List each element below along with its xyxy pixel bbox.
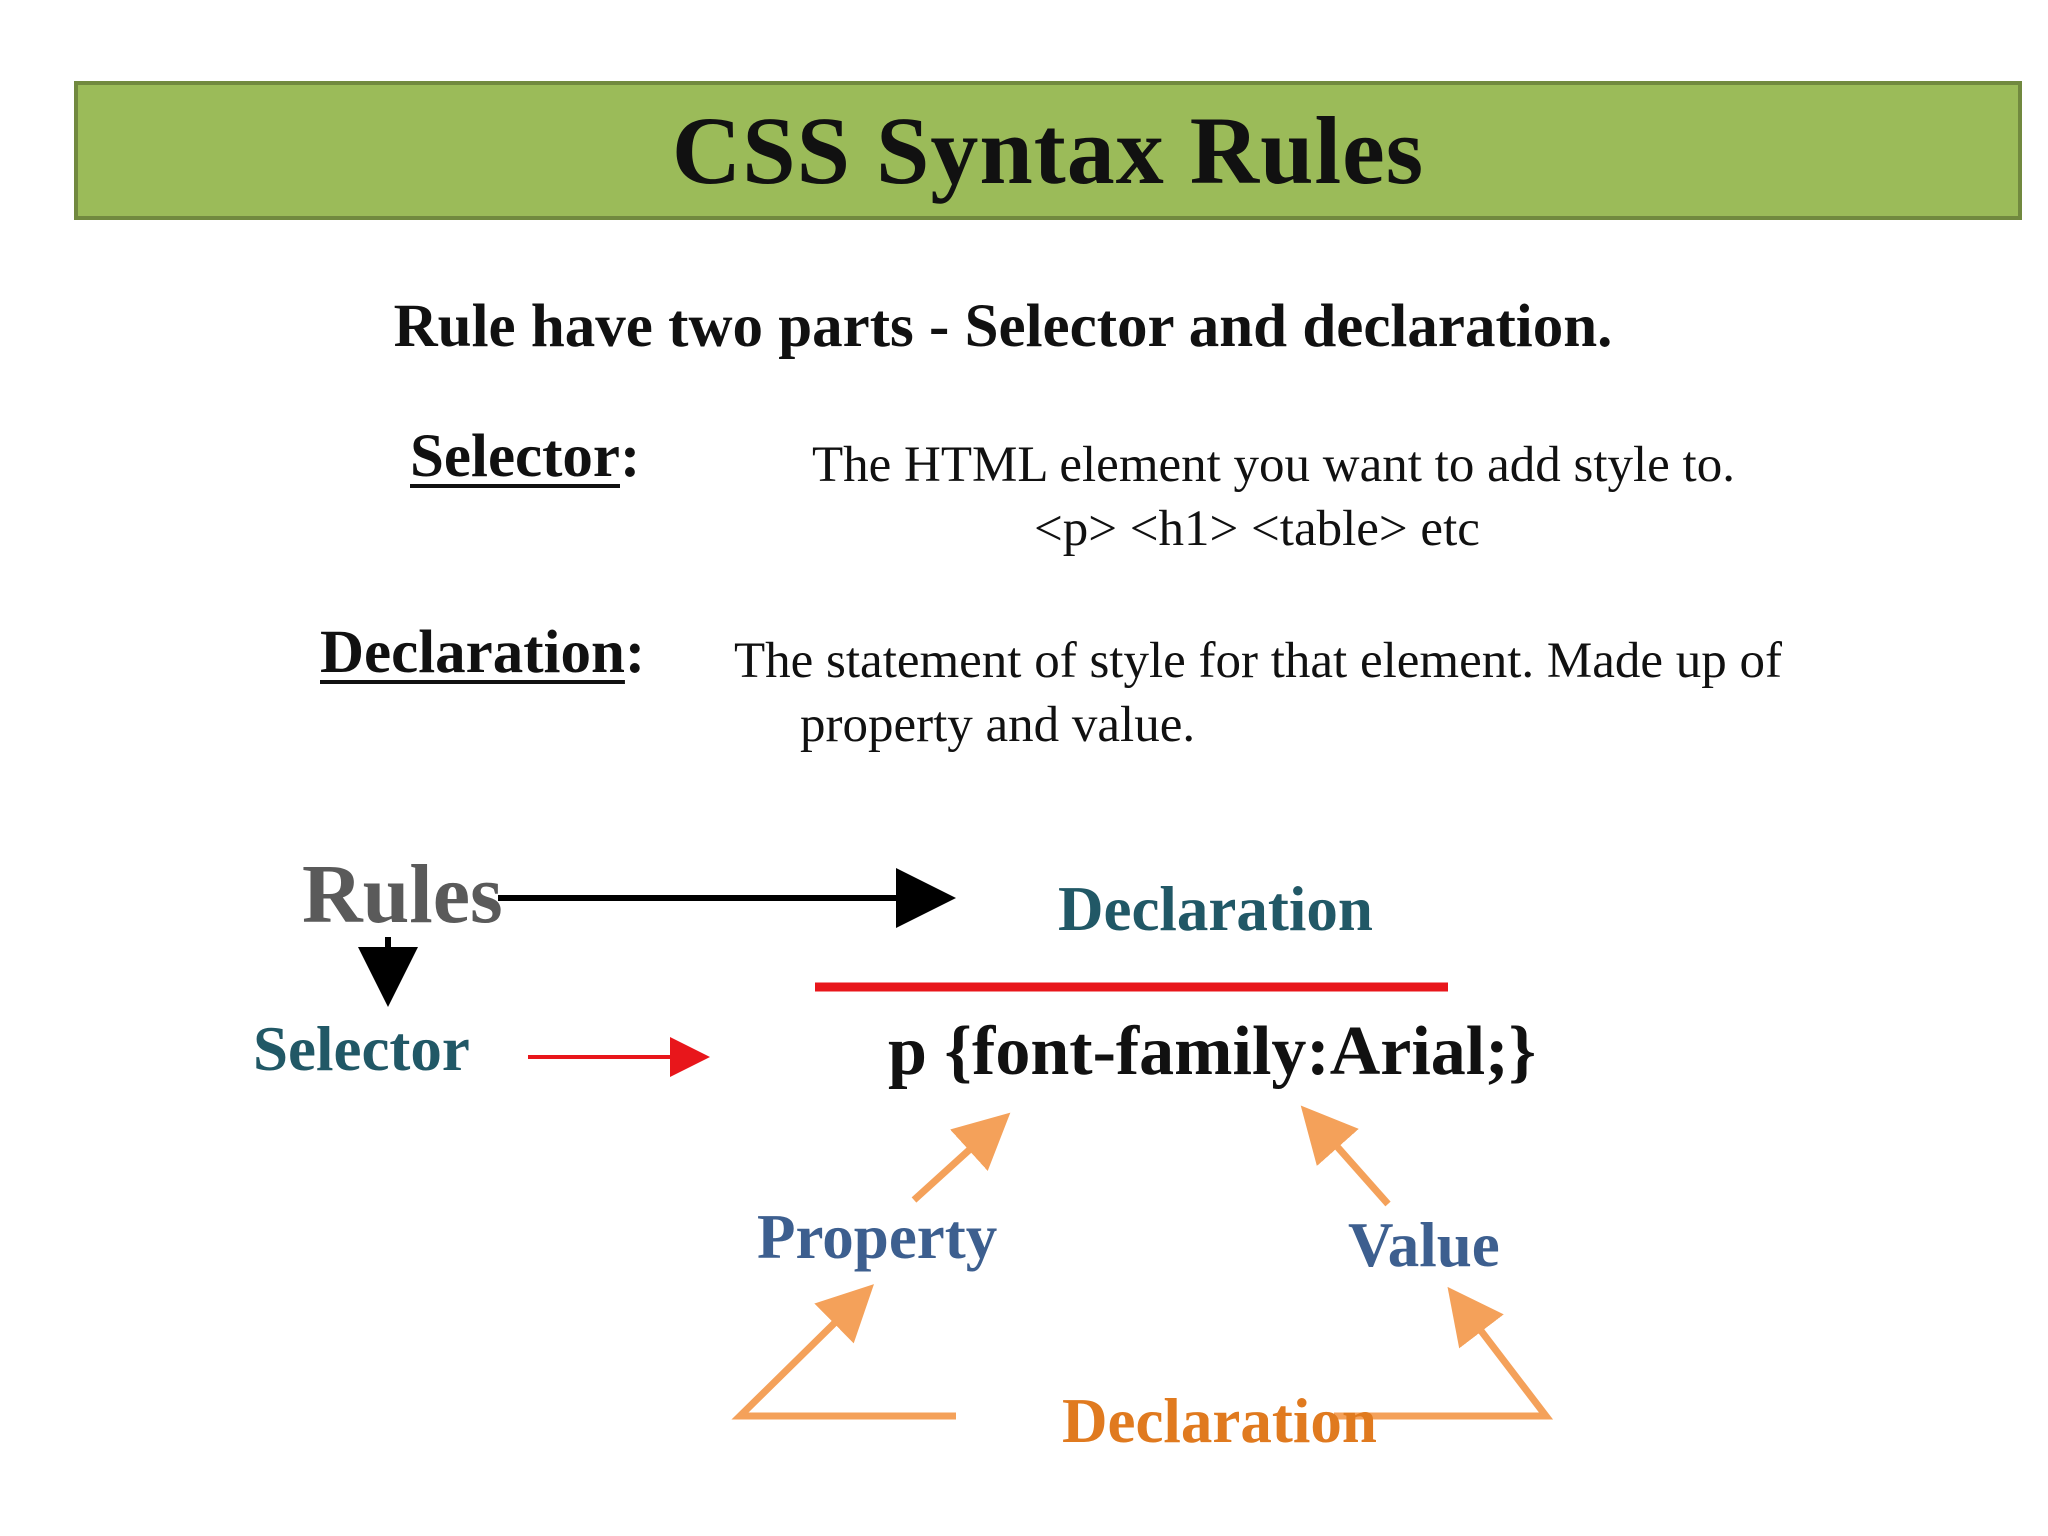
- declaration-to-property-arrow: [731, 1284, 956, 1420]
- value-label: Value: [1348, 1210, 1500, 1280]
- selector-diagram-label: Selector: [253, 1014, 470, 1084]
- declaration-description-line1: The statement of style for that element.…: [734, 633, 1782, 689]
- declaration-term: Declaration:: [320, 618, 645, 688]
- value-arrow: [1300, 1105, 1391, 1207]
- selector-examples: <p> <h1> <table> etc: [1034, 501, 1480, 557]
- title-bar: CSS Syntax Rules: [74, 81, 2022, 220]
- declaration-term-label: Declaration: [320, 619, 625, 686]
- page-title: CSS Syntax Rules: [671, 97, 1425, 204]
- subtitle: Rule have two parts - Selector and decla…: [393, 293, 1613, 360]
- rules-label: Rules: [302, 848, 503, 941]
- declaration-term-colon: :: [624, 619, 646, 686]
- property-label: Property: [757, 1202, 997, 1272]
- declaration-diagram-label: Declaration: [1058, 874, 1373, 944]
- bottom-declaration-label: Declaration: [1062, 1386, 1377, 1456]
- declaration-to-value-arrow: [1334, 1286, 1554, 1420]
- declaration-description-line2: property and value.: [800, 697, 1196, 753]
- code-example: p {font-family:Arial;}: [888, 1013, 1536, 1090]
- selector-term: Selector:: [410, 422, 640, 492]
- property-arrow: [911, 1112, 1011, 1203]
- selector-term-colon: :: [620, 423, 641, 490]
- selector-description: The HTML element you want to add style t…: [812, 437, 1735, 493]
- selector-term-label: Selector: [410, 423, 620, 490]
